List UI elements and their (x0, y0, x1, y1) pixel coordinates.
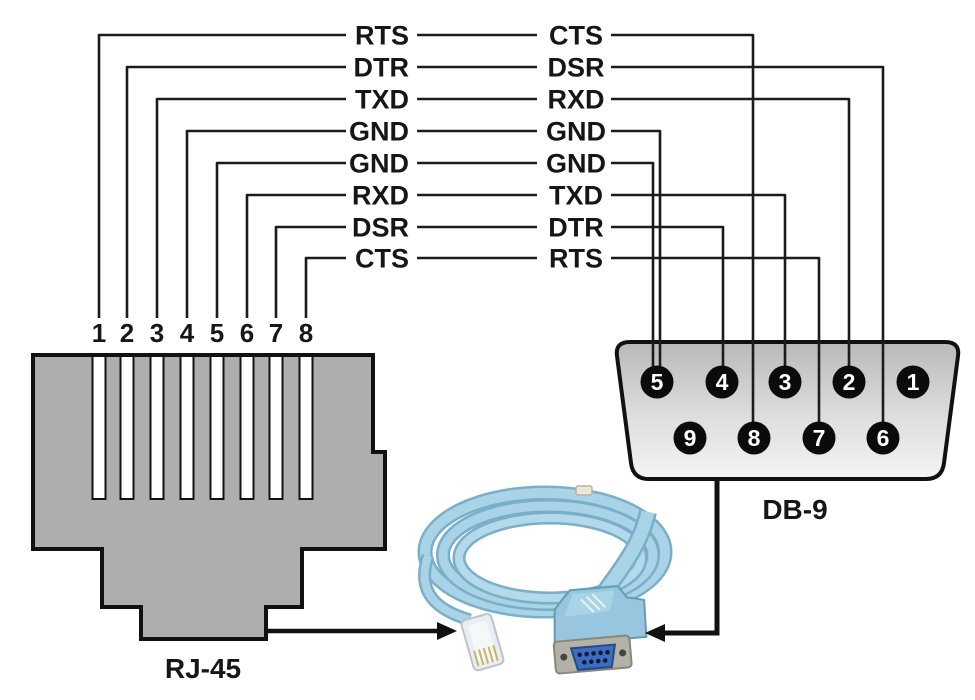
rj45-pin-number-1: 1 (92, 318, 106, 348)
rj45-pin-number-7: 7 (269, 318, 283, 348)
rj45-signal-label-row7: DSR (352, 213, 409, 243)
wire-left-pin1 (97, 33, 346, 318)
db9-signal-label-row6: TXD (549, 181, 603, 211)
db9-pin-circle-3 (768, 365, 802, 399)
cable-tie-clip (575, 485, 593, 496)
wire-lines (97, 33, 885, 423)
db9-pins: 5 4 3 2 1 9 8 7 6 (640, 365, 930, 455)
wire-right-db9pin8 (611, 33, 755, 423)
rj45-connector-label: RJ-45 (165, 653, 241, 684)
wire-left-pin3 (155, 97, 346, 318)
db9-signal-label-row8: RTS (549, 244, 603, 274)
rj45-slot-6 (239, 354, 255, 500)
screw-left (560, 653, 568, 661)
db9-pin-circle-9 (673, 421, 707, 455)
db9-pin-number-5: 5 (651, 369, 664, 395)
cable-db9-connector (552, 585, 648, 675)
screw-right (619, 649, 627, 657)
db9-signal-label-row7: DTR (548, 213, 604, 243)
cable-coil (417, 485, 673, 627)
dsub-holes (577, 649, 610, 665)
rj45-slot-7 (268, 354, 284, 500)
rj45-pin-number-5: 5 (210, 318, 224, 348)
rj45-pin-number-6: 6 (240, 318, 254, 348)
db9-signal-label-row3: RXD (547, 85, 604, 115)
db9-arrowhead-icon (645, 624, 665, 642)
rj45-pin-number-4: 4 (180, 318, 195, 348)
wire-left-pin6 (245, 193, 346, 318)
wire-left-pin5 (215, 161, 346, 318)
rj45-signal-label-row2: DTR (354, 53, 410, 83)
db9-pin-circle-4 (705, 365, 739, 399)
db9-pin-circle-6 (866, 421, 900, 455)
rj45-slot-1 (91, 354, 107, 500)
db9-pin-number-3: 3 (779, 369, 792, 395)
rj45-slot-3 (149, 354, 165, 500)
rj45-signal-label-row6: RXD (352, 181, 409, 211)
db9-pin-number-7: 7 (813, 425, 826, 451)
rj45-slot-4 (179, 354, 195, 500)
wire-right-db9pin5 (611, 129, 662, 367)
db9-connector-label: DB-9 (762, 494, 827, 525)
wire-right-db9pin7 (611, 256, 821, 423)
wire-left-pin4 (185, 129, 346, 318)
rj45-pin-number-2: 2 (120, 318, 134, 348)
rj45-slot-5 (209, 354, 225, 500)
wire-right-db9pin6 (611, 65, 885, 423)
db9-arrow-line (660, 479, 720, 636)
wire-right-db9pin2 (611, 97, 851, 367)
wire-right-db9pin3 (611, 193, 787, 367)
rj45-slot-8 (298, 354, 314, 500)
db9-pin-number-9: 9 (684, 425, 697, 451)
rj45-pin-slots (91, 354, 314, 500)
rj45-signal-label-row4: GND (349, 117, 409, 147)
db9-pin-number-6: 6 (877, 425, 890, 451)
db9-connector-drawing (614, 340, 961, 481)
rj45-slot-2 (119, 354, 135, 500)
db9-pin-circle-2 (832, 365, 866, 399)
db9-signal-label-row2: DSR (547, 53, 604, 83)
wire-left-pin2 (125, 65, 346, 318)
db9-signal-label-row5: GND (546, 149, 606, 179)
db9-pin-circle-5 (640, 365, 674, 399)
db9-pin-number-4: 4 (716, 369, 729, 395)
arrow-annotations (266, 479, 720, 642)
db9-signal-label-row4: GND (546, 117, 606, 147)
rj45-signal-label-row8: CTS (355, 244, 409, 274)
db9-pin-circle-7 (802, 421, 836, 455)
db9-pin-circle-1 (896, 365, 930, 399)
wire-right-db9pin5 (611, 161, 655, 367)
db9-pin-number-1: 1 (907, 369, 920, 395)
rj45-body (33, 355, 385, 639)
wire-right-db9pin4 (611, 225, 725, 367)
wire-left-pin8 (304, 256, 346, 318)
rj45-signal-label-row5: GND (349, 149, 409, 179)
rj45-pin-number-8: 8 (299, 318, 313, 348)
db9-pin-number-8: 8 (748, 425, 761, 451)
cable-rj45-plug (460, 613, 505, 672)
console-cable-photo (417, 485, 673, 675)
rj45-arrowhead-icon (437, 622, 457, 640)
db9-pin-circle-8 (737, 421, 771, 455)
rj45-signal-label-row1: RTS (355, 21, 409, 51)
rj45-connector-drawing (31, 353, 387, 641)
wire-left-pin7 (274, 225, 346, 318)
db9-body (614, 340, 961, 481)
rj45-pin-number-3: 3 (150, 318, 164, 348)
db9-pin-number-2: 2 (843, 369, 856, 395)
rj45-body-outline (31, 353, 387, 641)
rj45-signal-label-row3: TXD (355, 85, 409, 115)
db9-signal-label-row1: CTS (549, 21, 603, 51)
